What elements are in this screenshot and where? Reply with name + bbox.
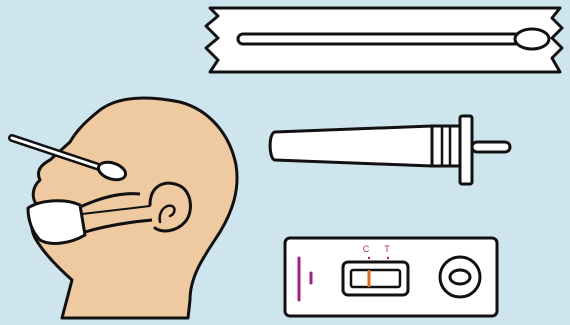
person-with-mask-icon bbox=[28, 98, 237, 318]
test-line-label: T bbox=[384, 244, 390, 254]
swab-packet-icon bbox=[206, 8, 562, 72]
extraction-tube-icon bbox=[270, 116, 510, 184]
control-line-label: C bbox=[363, 244, 370, 254]
test-cassette-icon: C T bbox=[285, 238, 497, 316]
